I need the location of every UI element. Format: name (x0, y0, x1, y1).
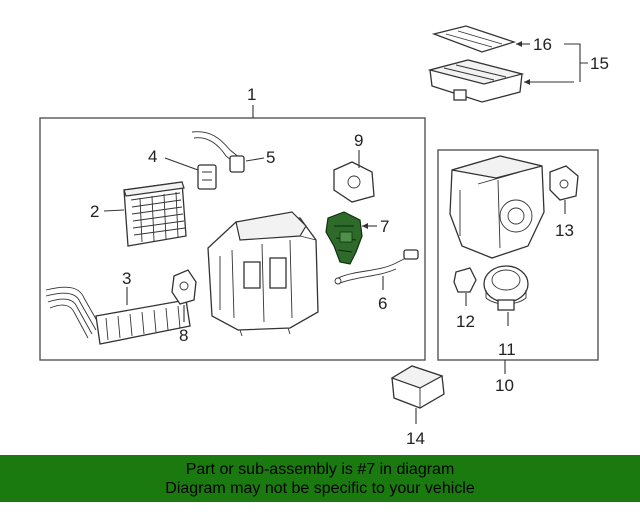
part-8-actuator[interactable] (171, 269, 197, 305)
assembly-10-frame (437, 149, 599, 361)
part-11-blower-motor[interactable] (483, 265, 529, 311)
hvac-housing (207, 211, 319, 337)
callout-14[interactable]: 14 (406, 429, 425, 448)
part-13-resistor[interactable] (549, 165, 579, 201)
callout-13[interactable]: 13 (555, 221, 574, 240)
part-16-filter[interactable] (431, 25, 517, 53)
callout-8[interactable]: 8 (179, 326, 188, 345)
info-banner: Part or sub-assembly is #7 in diagram Di… (0, 455, 640, 502)
part-4-expansion-valve[interactable] (197, 164, 217, 190)
callout-3[interactable]: 3 (122, 269, 131, 288)
part-9-damper-actuator[interactable] (333, 161, 375, 203)
banner-line-1: Part or sub-assembly is #7 in diagram (185, 461, 455, 478)
part-6-sensor[interactable] (334, 249, 419, 285)
part-15-filter-housing[interactable] (427, 59, 525, 103)
callout-1[interactable]: 1 (247, 85, 256, 104)
callout-10[interactable]: 10 (495, 376, 514, 395)
callout-6[interactable]: 6 (378, 294, 387, 313)
part-3-heater-core[interactable] (45, 286, 191, 345)
callout-16[interactable]: 16 (533, 35, 552, 54)
banner-line-2: Diagram may not be specific to your vehi… (165, 480, 475, 497)
part-12-small-actuator[interactable] (453, 267, 477, 293)
callout-5[interactable]: 5 (266, 148, 275, 167)
part-5-pipe-bracket[interactable] (191, 131, 245, 173)
callout-12[interactable]: 12 (456, 312, 475, 331)
callout-7[interactable]: 7 (380, 217, 389, 236)
parts-diagram: 1 2 3 4 5 (39, 25, 609, 448)
callout-9[interactable]: 9 (354, 131, 363, 150)
assembly-1-frame (39, 117, 426, 361)
part-14-control-module[interactable] (390, 365, 445, 409)
part-2-evaporator[interactable] (123, 181, 187, 247)
part-7-highlighted[interactable] (325, 211, 363, 265)
callout-2[interactable]: 2 (90, 202, 99, 221)
blower-housing (449, 155, 545, 259)
callout-4[interactable]: 4 (148, 147, 157, 166)
callout-11[interactable]: 11 (498, 340, 516, 359)
callout-15[interactable]: 15 (590, 54, 609, 73)
